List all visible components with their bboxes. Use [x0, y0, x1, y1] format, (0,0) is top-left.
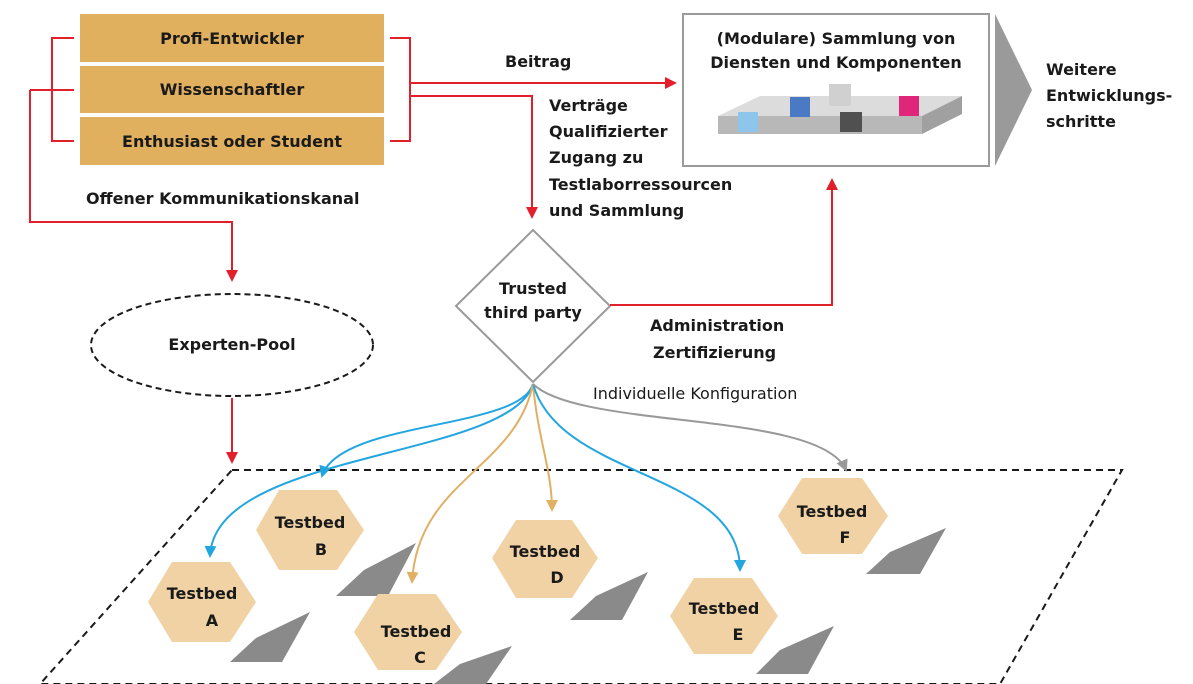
testbed-c-letter: C: [414, 648, 426, 667]
testbed-b: Testbed B: [256, 490, 416, 596]
curve-to-testbed-f: [532, 383, 848, 472]
third-party-line-1: Trusted: [499, 279, 567, 298]
contracts-line-1: Verträge: [549, 96, 628, 115]
role-sci-label: Wissenschaftler: [160, 80, 305, 99]
testbed-b-word: Testbed: [275, 513, 346, 532]
trusted-third-party: Trusted third party: [454, 228, 612, 384]
further-line-1: Weitere: [1046, 60, 1117, 79]
third-party-line-2: third party: [484, 303, 582, 322]
testbed-e-word: Testbed: [689, 599, 760, 618]
admin-line-1: Administration: [650, 316, 784, 335]
channel-line: [29, 90, 238, 282]
testbed-d: Testbed D: [492, 520, 648, 620]
expert-pool-label: Experten-Pool: [168, 335, 295, 354]
contracts-line-5: und Sammlung: [549, 201, 684, 220]
role-pro-label: Profi-Entwickler: [160, 29, 304, 48]
testbed-c: Testbed C: [354, 594, 512, 684]
role-pro: Profi-Entwickler: [80, 14, 384, 62]
open-channel-label: Offener Kommunikationskanal: [86, 189, 359, 208]
testbed-a: Testbed A: [148, 562, 310, 662]
collection-title-2: Diensten und Komponenten: [710, 53, 962, 72]
testbed-b-letter: B: [315, 540, 327, 559]
module-platform-icon: [718, 84, 962, 134]
testbed-e: Testbed E: [670, 578, 834, 674]
role-stu-label: Enthusiast oder Student: [122, 132, 342, 151]
contracts-arrow: [410, 95, 538, 219]
role-stu: Enthusiast oder Student: [80, 117, 384, 165]
curve-to-testbed-b: [319, 383, 534, 478]
curve-to-testbed-e: [532, 383, 746, 572]
testbed-a-letter: A: [206, 611, 219, 630]
contracts-line-2: Qualifizierter: [549, 122, 668, 141]
testbed-c-word: Testbed: [381, 622, 452, 641]
testbed-a-word: Testbed: [167, 584, 238, 603]
further-line-2: Entwicklungs-: [1046, 86, 1172, 105]
contribution-label: Beitrag: [505, 52, 571, 71]
contracts-text: Verträge Qualifizierter Zugang zu Testla…: [549, 96, 732, 220]
testbed-d-letter: D: [550, 568, 563, 587]
testbed-f-word: Testbed: [797, 502, 868, 521]
testbed-e-letter: E: [733, 625, 744, 644]
further-steps-text: Weitere Entwicklungs- schritte: [1046, 60, 1172, 131]
admin-line-2: Zertifizierung: [653, 343, 776, 362]
curve-to-testbed-a: [204, 383, 534, 558]
curve-to-testbed-d: [532, 383, 558, 512]
contracts-line-4: Testlaborressourcen: [549, 175, 732, 194]
collection-title-1: (Modulare) Sammlung von: [717, 29, 956, 48]
testbed-f-letter: F: [840, 528, 851, 547]
next-step-chevron: [995, 14, 1032, 166]
expert-pool: Experten-Pool: [90, 293, 374, 397]
collection-box: (Modulare) Sammlung von Diensten und Kom…: [682, 13, 990, 167]
right-bracket: [390, 37, 411, 142]
further-line-3: schritte: [1046, 112, 1116, 131]
testbed-d-word: Testbed: [510, 542, 581, 561]
testbed-platform: [38, 469, 1124, 684]
individual-config-label: Individuelle Konfiguration: [593, 384, 797, 403]
role-sci: Wissenschaftler: [80, 66, 384, 113]
contracts-line-3: Zugang zu: [549, 148, 643, 167]
administration-arrow: [610, 178, 838, 306]
testbed-f: Testbed F: [778, 478, 946, 574]
curve-to-testbed-c: [406, 383, 534, 584]
